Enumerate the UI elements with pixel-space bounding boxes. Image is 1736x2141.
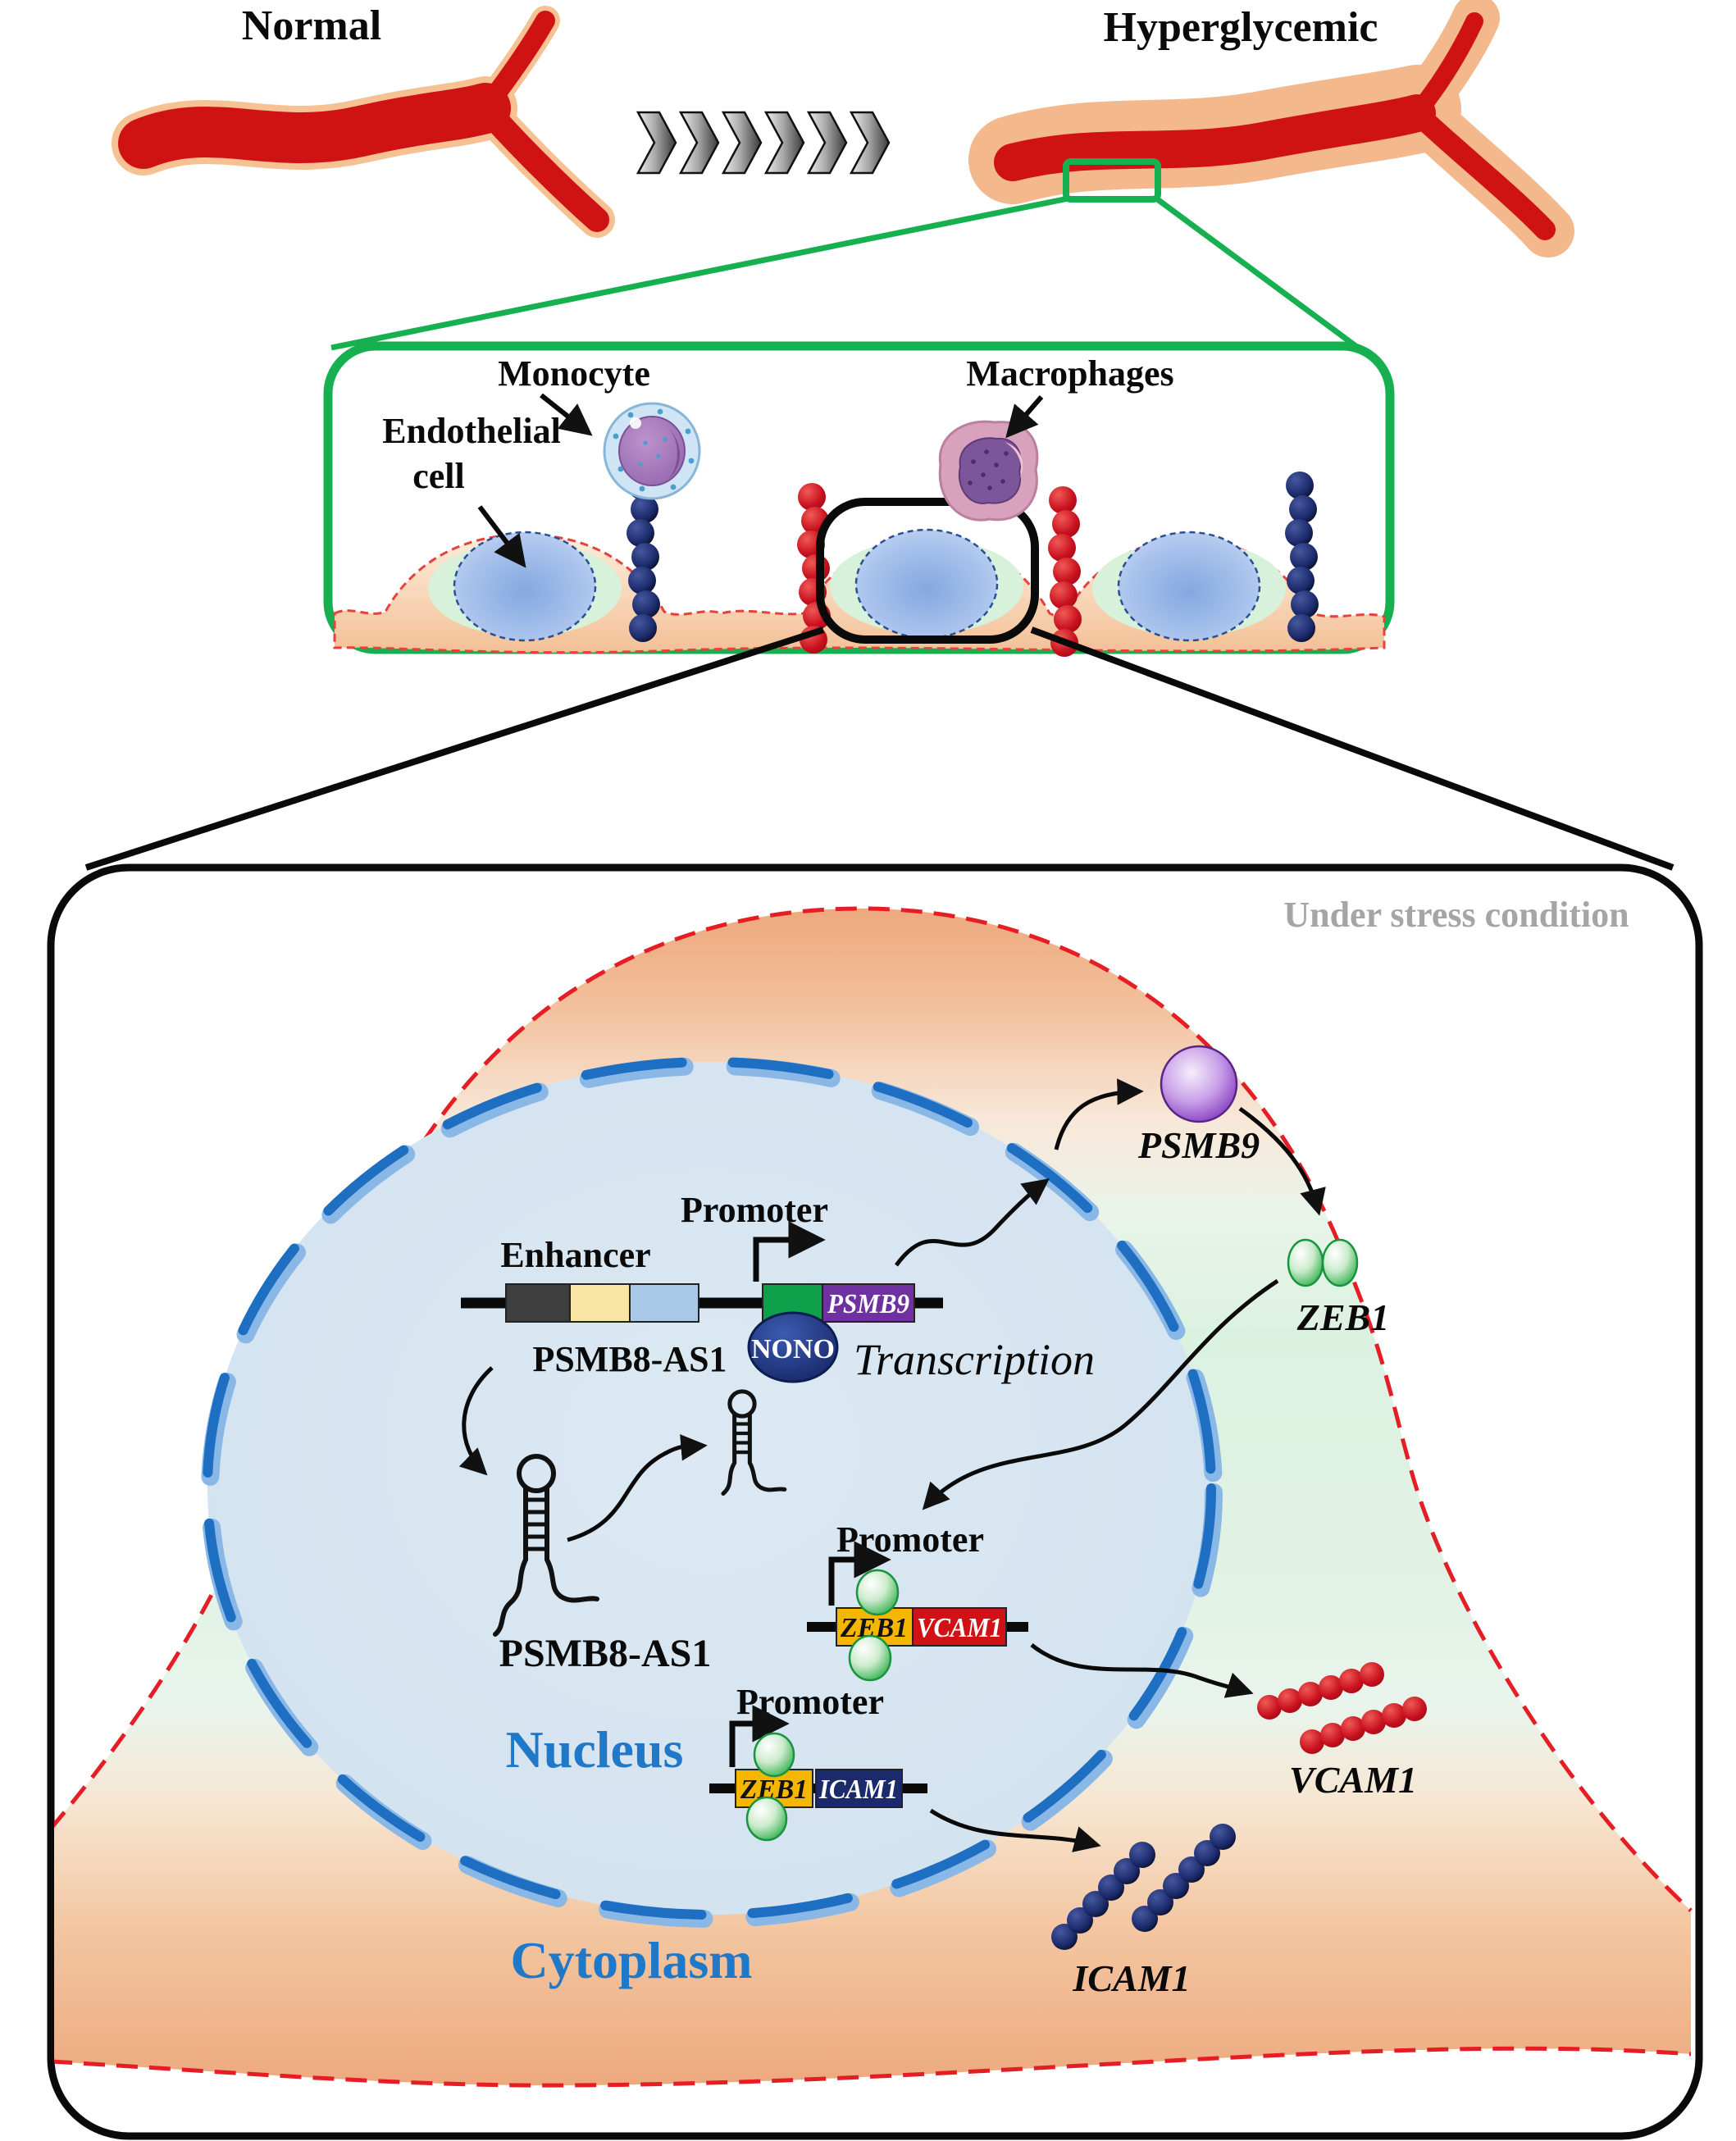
macrophage-cell [938,420,1039,522]
arrow-zeb1-to-promoter [922,1278,1279,1510]
stressed-cell-panel: Under stress condition PSMB9 Enhancer Pr… [47,863,1703,2140]
zeb1-bound-protein [855,1569,900,1616]
zoom-connector-black [84,626,1674,871]
icam1-gene-label: ICAM1 [818,1774,898,1805]
endothelial-label-2: cell [412,456,465,496]
psmb9-gene-label: PSMB9 [827,1289,909,1319]
enhancer-segment-cream [569,1283,631,1323]
arrow-to-psmb9 [1054,1078,1144,1150]
cell-nucleus [453,531,597,642]
enhancer-segment-dark [505,1283,571,1323]
psmb9-protein [1160,1045,1238,1123]
icam1-gene-box [815,1769,903,1808]
chevron-icon [636,111,677,175]
normal-vessel-section: Normal Hyperglycemic [112,0,1574,351]
normal-label: Normal [242,2,381,49]
endothelial-label: Endothelial [382,411,561,451]
transcription-label: Transcription [854,1335,1095,1384]
vcam1-protein-label: VCAM1 [1289,1759,1417,1801]
nucleus-body [207,1062,1211,1915]
psmb8as1-rna-label: PSMB8-AS1 [499,1632,712,1675]
zeb1-bound-protein [745,1796,788,1842]
zeb1-bound-protein [848,1634,892,1682]
arrow-vcam1-out [1030,1643,1254,1698]
chevron-icon [849,111,891,175]
icam1-product: ICAM1 [1051,1824,1236,1999]
zoom-connector-green [330,158,1360,351]
icam1-protein-label: ICAM1 [1072,1957,1190,1999]
psmb8as1-hairpin-small [721,1389,787,1496]
tss-arrow-psmb9 [753,1221,826,1282]
cell-nucleus [854,528,999,640]
tss-arrow-icam1 [729,1705,790,1767]
endothelium-inset: Monocyte Macrophages Endothelial cell [323,341,1395,657]
pathway-arrows [458,1078,1326,1852]
tss-arrow-vcam1 [828,1541,891,1606]
hyperglycemic-vessel [968,0,1574,257]
endothelial-nuclei [428,528,1286,642]
hyperglycemic-label: Hyperglycemic [1104,4,1378,51]
progression-chevrons [636,111,891,175]
plasma-membrane-bottom [54,2046,1692,2088]
monocyte-cell [603,402,701,500]
arrow-transcription-up [894,1178,1050,1267]
macrophages-label: Macrophages [966,353,1173,394]
monocyte-arrow [540,393,593,436]
psmb9-protein-label: PSMB9 [1137,1124,1260,1166]
normal-vessel [112,6,615,238]
condition-label: Under stress condition [1283,895,1629,935]
cell-zoom-rect [816,498,1039,644]
arrow-psmb9-to-zeb1 [1238,1106,1326,1216]
promoter-label-vcam1: Promoter [836,1519,984,1560]
cytoplasm-label: Cytoplasm [510,1931,752,1989]
vcam1-gene-box [912,1607,1007,1647]
arrow-gene-to-hairpin [458,1366,494,1476]
chevron-icon [763,111,805,175]
psmb9-gene-box [822,1283,915,1323]
arrow-hairpin-to-hairpin [567,1434,708,1542]
cell-nucleus [1117,531,1261,642]
nono-label: NONO [751,1334,835,1364]
vessel-zoom-rect [1063,158,1161,203]
zeb1-bound-protein [753,1732,795,1778]
arrow-icam1-out [929,1808,1101,1852]
nucleus-label: Nucleus [506,1720,684,1779]
monocyte-label: Monocyte [498,353,650,394]
vcam1-product: VCAM1 [1257,1662,1427,1801]
nono-protein [747,1311,839,1383]
promoter-label-icam1: Promoter [736,1682,884,1722]
chevron-icon [806,111,848,175]
macrophages-arrow [1005,395,1044,439]
chevron-icon [678,111,720,175]
psmb8as1-hairpin-large [493,1454,599,1637]
enhancer-label: Enhancer [500,1235,650,1275]
nuclear-envelope-inner [203,1057,1216,1920]
zeb1-protein-dimer [1287,1238,1359,1287]
promoter-label-psmb9: Promoter [681,1190,828,1230]
psmb8as1-gene-label: PSMB8-AS1 [532,1339,727,1379]
endothelial-arrow [477,505,526,568]
vcam1-gene-construct: Promoter ZEB1 VCAM1 [807,1519,1028,1682]
psmb9-gene-construct: PSMB9 Enhancer Promoter PSMB8-AS1 NONO T… [461,1190,1095,1384]
enhancer-segment-blue [629,1283,699,1323]
vcam1-gene-label: VCAM1 [917,1613,1002,1643]
chevron-icon [721,111,763,175]
zeb1-protein-label: ZEB1 [1296,1296,1389,1338]
icam1-gene-construct: Promoter ZEB1 ICAM1 [709,1682,927,1842]
